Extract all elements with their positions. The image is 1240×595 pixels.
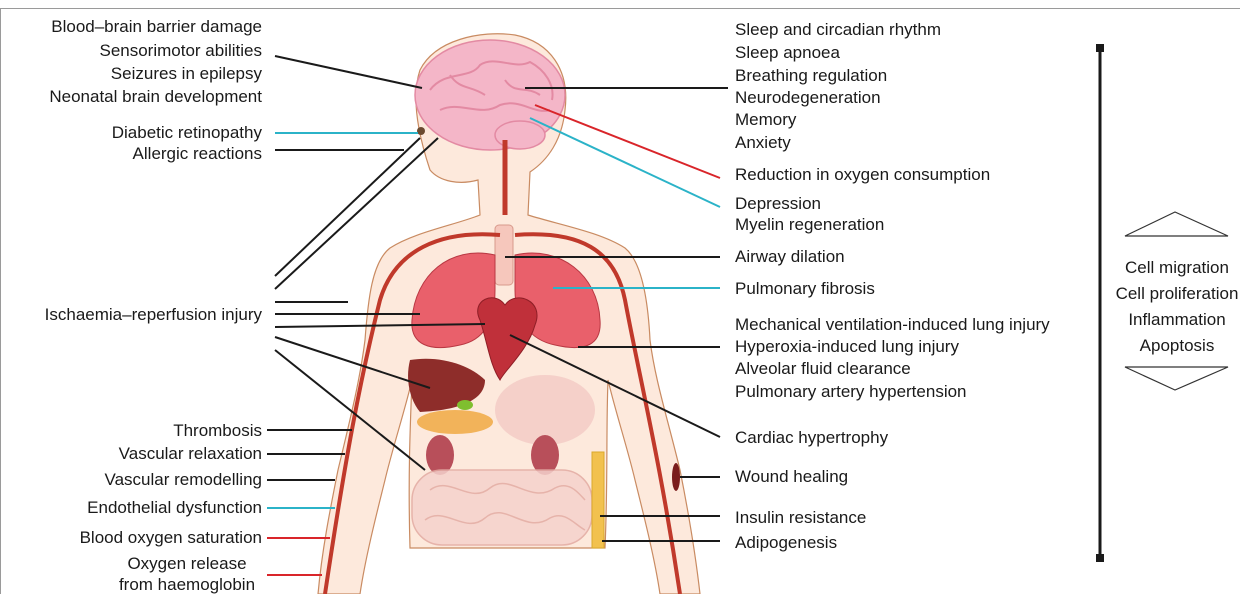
- label-sensorimotor: Sensorimotor abilities: [99, 40, 262, 61]
- decrease-triangle-icon: [1125, 367, 1228, 390]
- right-kidney: [531, 435, 559, 475]
- eye-icon: [417, 127, 425, 135]
- label-myelin: Myelin regeneration: [735, 214, 884, 235]
- label-insulin: Insulin resistance: [735, 507, 866, 528]
- label-pulmonary-fibrosis: Pulmonary fibrosis: [735, 278, 875, 299]
- label-hyperoxia: Hyperoxia-induced lung injury: [735, 336, 959, 357]
- label-oxygen-consumption: Reduction in oxygen consumption: [735, 164, 990, 185]
- gallbladder: [457, 400, 473, 410]
- label-blood-oxygen: Blood oxygen saturation: [80, 527, 262, 548]
- pancreas: [417, 410, 493, 434]
- label-anxiety: Anxiety: [735, 132, 791, 153]
- stomach: [495, 375, 595, 445]
- label-vascular-relaxation: Vascular relaxation: [119, 443, 262, 464]
- label-pulmonary-hypertension: Pulmonary artery hypertension: [735, 381, 967, 402]
- label-wound: Wound healing: [735, 466, 848, 487]
- label-alveolar: Alveolar fluid clearance: [735, 358, 911, 379]
- adipose-tissue: [592, 452, 604, 548]
- label-adipogenesis: Adipogenesis: [735, 532, 837, 553]
- process-inflammation: Inflammation: [1102, 307, 1240, 333]
- label-memory: Memory: [735, 109, 796, 130]
- label-neonatal: Neonatal brain development: [49, 86, 262, 107]
- increase-triangle-icon: [1125, 212, 1228, 236]
- label-ischaemia: Ischaemia–reperfusion injury: [45, 304, 262, 325]
- wound-icon: [672, 463, 680, 491]
- label-mechanical-ventilation: Mechanical ventilation-induced lung inju…: [735, 314, 1050, 335]
- label-seizures: Seizures in epilepsy: [111, 63, 262, 84]
- label-sleep-circadian: Sleep and circadian rhythm: [735, 19, 941, 40]
- label-breathing: Breathing regulation: [735, 65, 887, 86]
- left-kidney: [426, 435, 454, 475]
- label-cardiac: Cardiac hypertrophy: [735, 427, 888, 448]
- label-airway: Airway dilation: [735, 246, 845, 267]
- label-thrombosis: Thrombosis: [173, 420, 262, 441]
- label-allergic: Allergic reactions: [133, 143, 262, 164]
- process-apoptosis: Apoptosis: [1102, 333, 1240, 359]
- label-diabetic-retinopathy: Diabetic retinopathy: [112, 122, 262, 143]
- label-endothelial: Endothelial dysfunction: [87, 497, 262, 518]
- label-oxygen-release-line2: from haemoglobin: [112, 574, 262, 595]
- process-cell-migration: Cell migration: [1102, 255, 1240, 281]
- label-blood-brain-barrier: Blood–brain barrier damage: [51, 16, 262, 37]
- label-vascular-remodelling: Vascular remodelling: [105, 469, 262, 490]
- label-depression: Depression: [735, 193, 821, 214]
- process-cell-proliferation: Cell proliferation: [1102, 281, 1240, 307]
- intestines: [412, 470, 592, 545]
- cellular-processes-list: Cell migration Cell proliferation Inflam…: [1102, 255, 1240, 359]
- label-sleep-apnoea: Sleep apnoea: [735, 42, 840, 63]
- label-oxygen-release-line1: Oxygen release: [112, 553, 262, 574]
- label-neurodegeneration: Neurodegeneration: [735, 87, 881, 108]
